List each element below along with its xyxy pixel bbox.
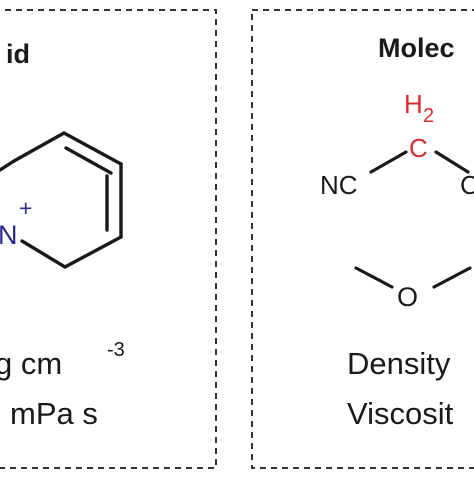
left-density-exponent: -3 — [107, 339, 125, 361]
left-density-fragment: g cm — [0, 346, 62, 381]
right-viscosity-label: Viscosit — [347, 396, 454, 431]
left-viscosity-fragment: mPa s — [10, 396, 98, 431]
pyridinium-ring — [0, 131, 123, 269]
ch2-carbon: C — [409, 133, 428, 163]
malononitrile-bonds — [369, 150, 470, 174]
ch2-hydrogen: H — [404, 89, 423, 119]
cation-nitrogen: N — [0, 220, 18, 250]
right-panel-title: Molec — [378, 33, 455, 63]
left-panel-border — [0, 9, 217, 469]
right-panel-border — [251, 9, 474, 469]
cation-charge: + — [19, 195, 32, 221]
nitrile-left: NC — [320, 170, 358, 200]
nitrile-right-fragment: C — [460, 170, 474, 200]
ether-bonds — [354, 266, 472, 289]
ch2-subscript: 2 — [423, 105, 434, 127]
right-density-label: Density — [347, 346, 451, 381]
ether-oxygen: O — [397, 282, 418, 312]
left-panel-title: id — [6, 39, 30, 69]
